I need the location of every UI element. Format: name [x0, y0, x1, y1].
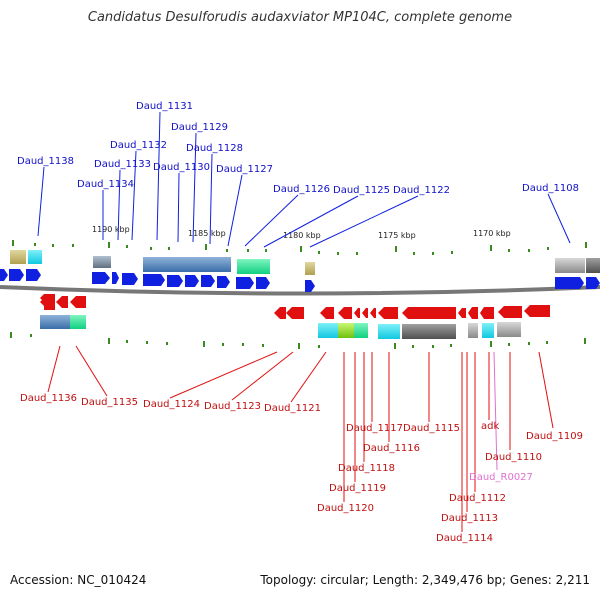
label-daud-1129: Daud_1129 [171, 122, 228, 133]
scale-label-1190: 1190 kbp [92, 225, 130, 234]
label-daud-1138: Daud_1138 [17, 156, 74, 167]
label-daud-r0027: Daud_R0027 [469, 472, 533, 483]
top-leader-lines [37, 111, 571, 248]
bottom-leader-lines [47, 345, 554, 532]
label-adk: adk [481, 421, 499, 432]
label-daud-1132: Daud_1132 [110, 140, 167, 151]
label-daud-1123: Daud_1123 [204, 401, 261, 412]
label-daud-1113: Daud_1113 [441, 513, 498, 524]
accession-text: Accession: NC_010424 [10, 573, 147, 587]
label-daud-1120: Daud_1120 [317, 503, 374, 514]
rna-leader-line [493, 351, 498, 471]
label-daud-1135: Daud_1135 [81, 397, 138, 408]
label-daud-1109: Daud_1109 [526, 431, 583, 442]
label-daud-1134: Daud_1134 [77, 179, 134, 190]
label-daud-1133: Daud_1133 [94, 159, 151, 170]
forward-strand-genes [0, 269, 600, 292]
label-daud-1128: Daud_1128 [186, 143, 243, 154]
label-daud-1122: Daud_1122 [393, 185, 450, 196]
scale-label-1180: 1180 kbp [283, 231, 321, 240]
label-daud-1110: Daud_1110 [485, 452, 542, 463]
topology-text: Topology: circular; Length: 2,349,476 bp… [260, 573, 590, 587]
scale-label-1175: 1175 kbp [378, 231, 416, 240]
label-daud-1108: Daud_1108 [522, 183, 579, 194]
label-daud-1126: Daud_1126 [273, 184, 330, 195]
label-daud-1130: Daud_1130 [153, 162, 210, 173]
label-daud-1121: Daud_1121 [264, 403, 321, 414]
bottom-feature-blocks [40, 315, 521, 339]
label-daud-1114: Daud_1114 [436, 533, 493, 544]
label-daud-1115: Daud_1115 [403, 423, 460, 434]
top-ticks [12, 240, 587, 255]
label-daud-1112: Daud_1112 [449, 493, 506, 504]
reverse-strand-genes [40, 294, 550, 319]
map-title: Candidatus Desulforudis audaxviator MP10… [87, 10, 513, 25]
label-daud-1118: Daud_1118 [338, 463, 395, 474]
label-daud-1117: Daud_1117 [346, 423, 403, 434]
label-daud-1116: Daud_1116 [363, 443, 420, 454]
label-daud-1124: Daud_1124 [143, 399, 200, 410]
bottom-ticks [10, 332, 586, 349]
label-daud-1127: Daud_1127 [216, 164, 273, 175]
label-daud-1119: Daud_1119 [329, 483, 386, 494]
genome-backbone [0, 285, 600, 296]
scale-label-1170: 1170 kbp [473, 229, 511, 238]
label-daud-1131: Daud_1131 [136, 101, 193, 112]
top-feature-blocks [10, 250, 600, 275]
label-daud-1136: Daud_1136 [20, 393, 77, 404]
scale-label-1185: 1185 kbp [188, 229, 226, 238]
label-daud-1125: Daud_1125 [333, 185, 390, 196]
